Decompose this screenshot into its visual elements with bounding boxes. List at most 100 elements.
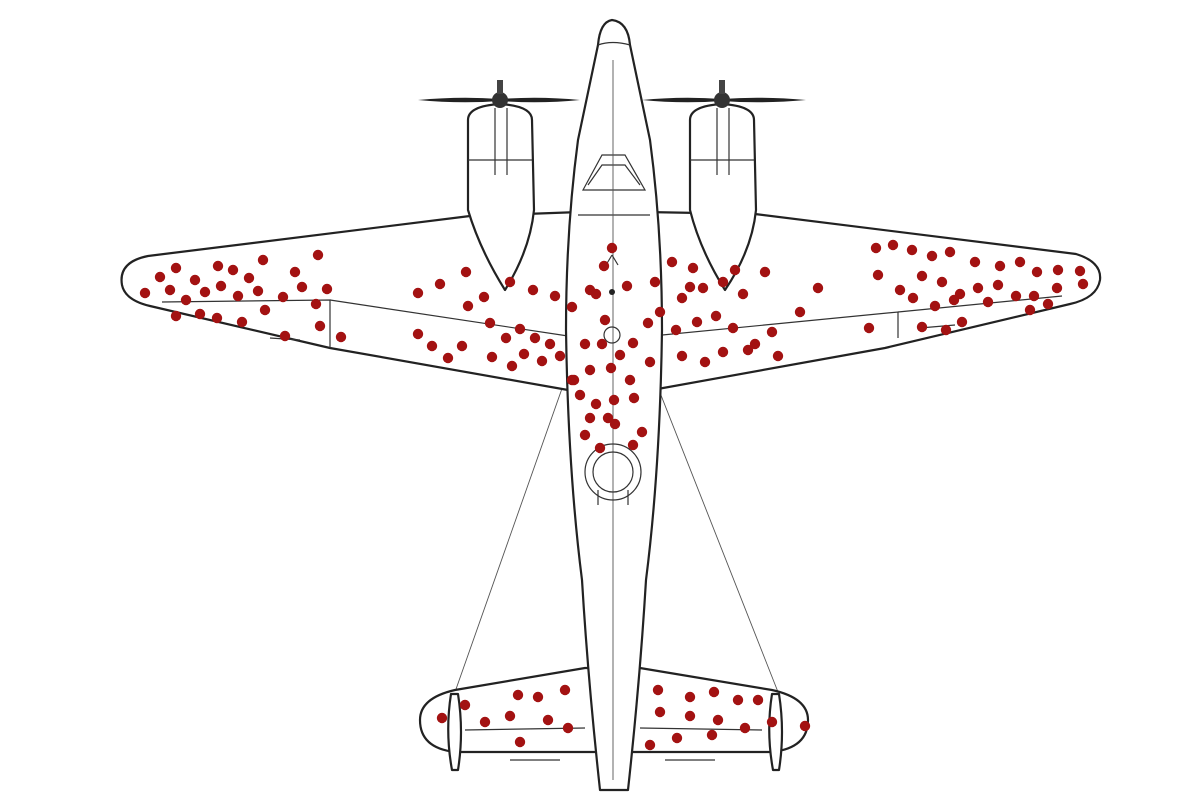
bullet-hole-dot (742, 344, 754, 356)
bullet-hole-dot (863, 322, 875, 334)
bullet-hole-dot (956, 316, 968, 328)
bullet-hole-dot (699, 356, 711, 368)
bullet-hole-dot (729, 264, 741, 276)
bullet-hole-dot (170, 262, 182, 274)
bullet-hole-dot (614, 349, 626, 361)
bullet-hole-dot (606, 242, 618, 254)
left-engine-nacelle (466, 102, 536, 292)
bullet-hole-dot (1014, 256, 1026, 268)
bullet-hole-dot (916, 270, 928, 282)
bullet-hole-dot (590, 398, 602, 410)
bullet-hole-dot (907, 292, 919, 304)
bullet-hole-dot (215, 280, 227, 292)
bullet-hole-dot (687, 262, 699, 274)
bullet-hole-dot (289, 266, 301, 278)
bullet-hole-dot (194, 308, 206, 320)
bullet-hole-dot (894, 284, 906, 296)
bullet-hole-dot (1010, 290, 1022, 302)
bullet-hole-dot (236, 316, 248, 328)
bullet-hole-dot (566, 374, 578, 386)
bullet-hole-dot (676, 292, 688, 304)
bullet-hole-dot (562, 722, 574, 734)
bullet-hole-dot (257, 254, 269, 266)
bullet-hole-dot (624, 374, 636, 386)
bullet-hole-dot (596, 338, 608, 350)
bullet-hole-dot (412, 328, 424, 340)
bullet-hole-dot (598, 260, 610, 272)
bullet-hole-dot (579, 429, 591, 441)
bullet-hole-dot (628, 392, 640, 404)
bullet-hole-dot (708, 686, 720, 698)
bullet-hole-dot (654, 306, 666, 318)
bullet-hole-dot (969, 256, 981, 268)
bullet-hole-dot (259, 304, 271, 316)
bullet-hole-dot (426, 340, 438, 352)
bullet-hole-dot (321, 283, 333, 295)
bullet-hole-dot (412, 287, 424, 299)
bullet-hole-dot (296, 281, 308, 293)
bullet-hole-dot (652, 684, 664, 696)
bullet-hole-dot (739, 722, 751, 734)
bullet-hole-dot (608, 394, 620, 406)
bullet-hole-dot (1028, 290, 1040, 302)
bullet-hole-dot (312, 249, 324, 261)
bullet-hole-dot (887, 239, 899, 251)
bullet-hole-dot (717, 276, 729, 288)
bullet-hole-dot (310, 298, 322, 310)
bullet-hole-dot (644, 739, 656, 751)
bullet-hole-dot (948, 294, 960, 306)
bullet-hole-dot (554, 350, 566, 362)
bullet-hole-dot (936, 276, 948, 288)
bullet-hole-dot (212, 260, 224, 272)
bullet-hole-dot (644, 356, 656, 368)
bullet-hole-dot (710, 310, 722, 322)
bullet-hole-dot (279, 330, 291, 342)
bullet-hole-dot (944, 246, 956, 258)
bullet-hole-dot (232, 290, 244, 302)
bullet-hole-dot (544, 338, 556, 350)
bullet-hole-dot (752, 694, 764, 706)
bullet-hole-dot (584, 364, 596, 376)
bullet-hole-dot (484, 317, 496, 329)
bullet-hole-dot (649, 276, 661, 288)
bullet-hole-dot (462, 300, 474, 312)
bullet-hole-dot (574, 389, 586, 401)
bullet-hole-dot (189, 274, 201, 286)
bullet-hole-dot (532, 691, 544, 703)
bullet-hole-dot (590, 288, 602, 300)
bullet-hole-dot (994, 260, 1006, 272)
bullet-hole-dot (621, 280, 633, 292)
bullet-hole-dot (1051, 282, 1063, 294)
bullet-hole-dot (139, 287, 151, 299)
bullet-hole-dot (584, 412, 596, 424)
bullet-hole-dot (527, 284, 539, 296)
bullet-hole-dot (436, 712, 448, 724)
bullet-hole-dot (460, 266, 472, 278)
bullet-hole-dot (252, 285, 264, 297)
bullet-hole-dot (992, 279, 1004, 291)
bullet-hole-dot (749, 338, 761, 350)
bullet-hole-dot (727, 322, 739, 334)
bullet-hole-dot (504, 710, 516, 722)
bullet-hole-dot (1042, 298, 1054, 310)
bullet-hole-dot (314, 320, 326, 332)
bullet-hole-dot (766, 326, 778, 338)
bullet-hole-dot (170, 310, 182, 322)
bullet-hole-dot (1052, 264, 1064, 276)
bullet-hole-dot (459, 699, 471, 711)
bullet-hole-dot (518, 348, 530, 360)
bullet-hole-dot (906, 244, 918, 256)
bullet-hole-dot (164, 284, 176, 296)
bullet-hole-dot (929, 300, 941, 312)
bullet-hole-dot (671, 732, 683, 744)
bullet-hole-dot (506, 360, 518, 372)
bullet-hole-dot (812, 282, 824, 294)
bullet-hole-dot (609, 418, 621, 430)
bullet-hole-dot (478, 291, 490, 303)
bullet-hole-dot (514, 736, 526, 748)
bullet-hole-dot (227, 264, 239, 276)
bullet-hole-dot (211, 312, 223, 324)
right-propeller-icon (642, 80, 806, 108)
bullet-hole-dot (772, 350, 784, 362)
